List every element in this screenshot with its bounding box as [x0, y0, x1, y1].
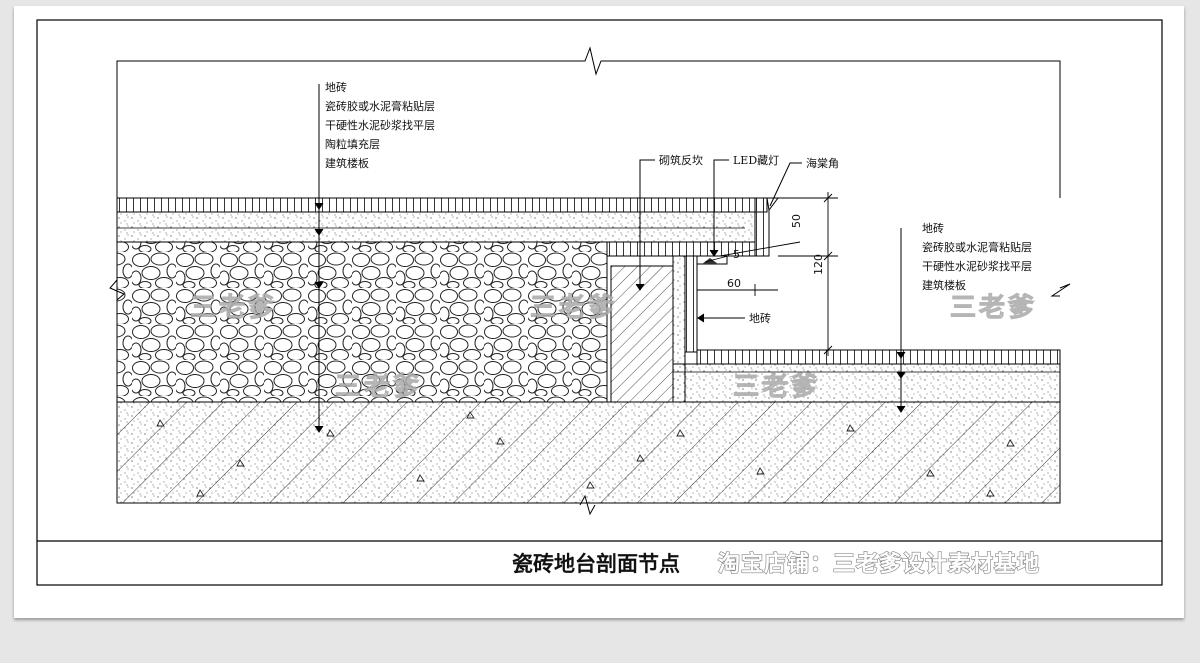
right-break-symbol	[1050, 283, 1071, 297]
callout-leaders	[635, 159, 802, 323]
right-label-adhesive: 瓷砖胶或水泥膏粘贴层	[922, 240, 1032, 254]
right-leader	[896, 228, 906, 413]
right-label-slab: 建筑楼板	[922, 278, 966, 292]
outer-frame	[36, 19, 1163, 586]
callout-led: LED藏灯	[733, 154, 779, 167]
left-label-slab: 建筑楼板	[325, 156, 369, 170]
callout-curb: 砌筑反坎	[659, 153, 703, 167]
watermark-4: 三老爹	[733, 372, 820, 402]
left-label-ceramsite: 陶粒填充层	[325, 137, 380, 151]
right-label-floor-tile: 地砖	[922, 221, 944, 235]
callout-corner: 海棠角	[806, 156, 839, 170]
right-label-mortar: 干硬性水泥砂浆找平层	[922, 259, 1032, 273]
watermark-1: 三老爹	[190, 293, 277, 323]
drawing-title: 瓷砖地台剖面节点	[512, 552, 680, 576]
led-fixture	[696, 255, 729, 265]
watermark-5: 三老爹	[950, 293, 1037, 323]
floor-slab	[116, 401, 1061, 504]
left-label-mortar: 干硬性水泥砂浆找平层	[325, 118, 435, 132]
lower-floor-layers	[672, 349, 1061, 403]
ceramsite-fill-layer	[116, 241, 608, 403]
watermark-3: 三老爹	[335, 372, 422, 402]
platform-finish-layers	[116, 197, 768, 243]
watermark-2: 三老爹	[530, 293, 617, 323]
dimension-lines	[696, 192, 838, 356]
dimension-120: 120	[812, 254, 825, 275]
left-label-floor-tile: 地砖	[325, 80, 347, 94]
dimension-small: 5	[733, 248, 740, 261]
shop-watermark: 淘宝店铺：三老爹设计素材基地	[718, 551, 1040, 577]
left-label-adhesive: 瓷砖胶或水泥膏粘贴层	[325, 99, 435, 113]
callout-riser-tile: 地砖	[749, 311, 771, 325]
dimension-60: 60	[727, 277, 741, 290]
left-leader	[314, 84, 324, 433]
dimension-50: 50	[790, 214, 803, 228]
top-boundary	[116, 46, 1061, 198]
